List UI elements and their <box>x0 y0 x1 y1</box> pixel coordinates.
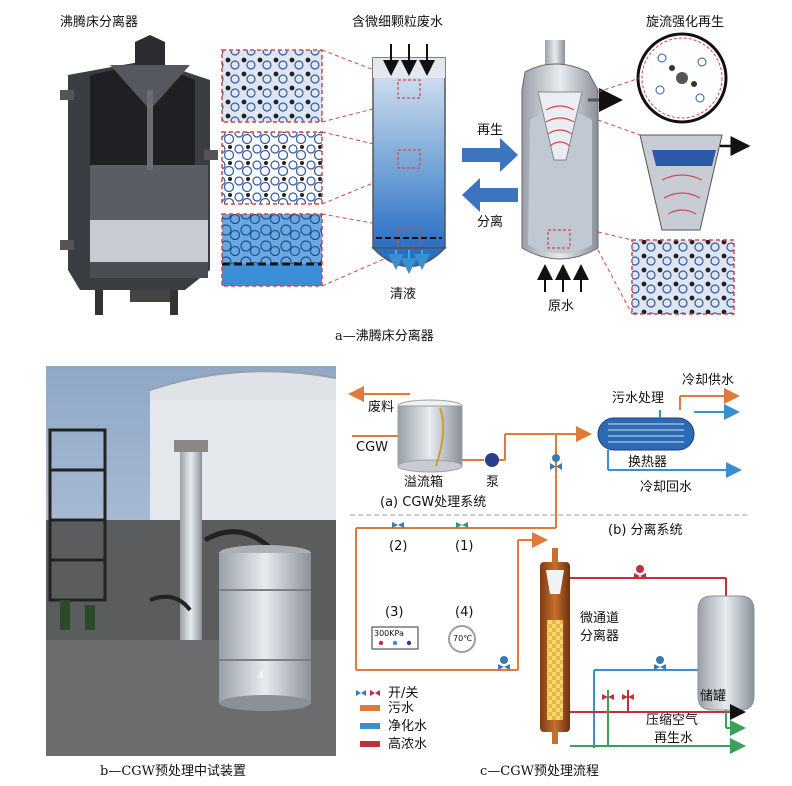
regen-arrow-label: 再生 <box>477 123 504 138</box>
raw-water-label: 原水 <box>548 299 575 314</box>
pump-label: 泵 <box>486 475 500 490</box>
boiling-bed-separator-3d <box>60 35 218 315</box>
micro-separator-label-1: 微通道 <box>580 611 620 626</box>
drum-number: 4 <box>258 671 264 681</box>
separate-arrow-label: 分离 <box>477 215 504 230</box>
micro-separator-label-2: 分离器 <box>580 629 620 644</box>
separator-title: 沸腾床分离器 <box>60 15 139 30</box>
marker-1: (1) <box>455 539 474 554</box>
storage-tank-label: 储罐 <box>700 689 727 704</box>
legend-sewage: 污水 <box>388 701 415 716</box>
legend-valve: 开/关 <box>388 686 419 701</box>
caption-b: b—CGW预处理中试装置 <box>100 764 247 779</box>
regen-arrow <box>462 138 518 172</box>
caption-a: a—沸腾床分离器 <box>335 329 434 344</box>
heat-exchanger-label: 换热器 <box>628 455 668 470</box>
flow-diagram <box>348 386 755 754</box>
pressure-gauge-reading: 300KPa <box>374 629 404 638</box>
zoom-tile-bottom <box>221 213 323 287</box>
zoom-tile-middle <box>221 131 323 205</box>
pilot-plant-photo <box>46 366 337 756</box>
wastewater-label: 含微细颗粒废水 <box>352 15 444 30</box>
marker-3: (3) <box>385 605 404 620</box>
sub-system-a: (a) CGW处理系统 <box>380 495 487 510</box>
sub-system-b: (b) 分离系统 <box>608 523 683 538</box>
thermometer-reading: 70℃ <box>453 634 473 643</box>
legend-purified: 净化水 <box>388 719 428 734</box>
clear-liquid-label: 清液 <box>390 287 417 302</box>
marker-2: (2) <box>389 539 408 554</box>
cooling-return-label: 冷却回水 <box>640 480 693 495</box>
sewage-treatment-label: 污水处理 <box>612 391 665 406</box>
cyclone-cone-detail <box>639 134 751 231</box>
cyclone-bottom-tile <box>631 239 735 315</box>
cyclone-detail-circle <box>636 32 728 124</box>
fluidized-bed-column <box>371 44 447 274</box>
caption-c: c—CGW预处理流程 <box>480 764 599 779</box>
cyclone-regeneration-vessel <box>521 40 623 292</box>
marker-4: (4) <box>455 605 474 620</box>
separate-arrow <box>462 178 518 212</box>
compressed-air-label: 压缩空气 <box>646 713 699 728</box>
zoom-tile-top <box>221 49 323 123</box>
cgw-label: CGW <box>356 440 389 455</box>
regen-connector-lines <box>597 77 641 315</box>
regen-label: 旋流强化再生 <box>646 15 725 30</box>
cooling-supply-label: 冷却供水 <box>682 373 735 388</box>
overflow-tank-label: 溢流箱 <box>404 475 444 490</box>
legend-concentrate: 高浓水 <box>388 737 428 752</box>
waste-label: 废料 <box>368 400 395 415</box>
regen-water-label: 再生水 <box>654 731 694 746</box>
